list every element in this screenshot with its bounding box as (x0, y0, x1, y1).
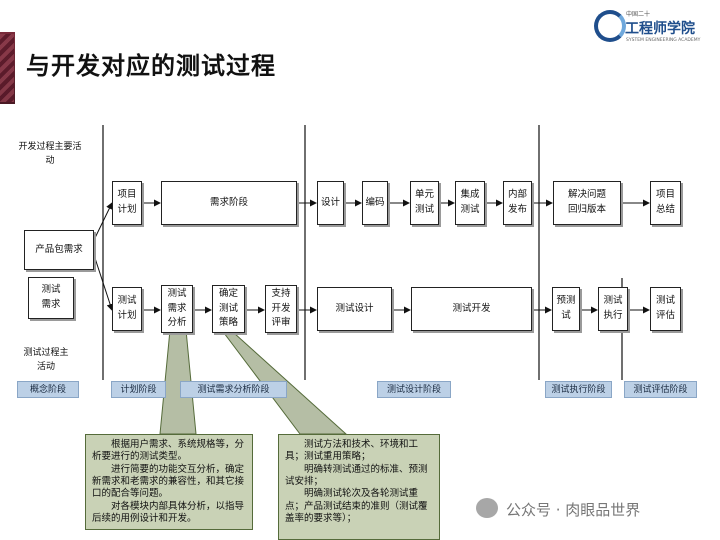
design-box: 设计 (317, 181, 344, 225)
dev-activities-label: 开发过程主要活 动 (18, 142, 82, 167)
integration-test-box: 集成 测试 (455, 181, 485, 225)
internal-release-box: 内部 发布 (503, 181, 532, 225)
title-accent-tile (0, 34, 14, 102)
test-req-analysis-note: 根据用户需求、系统规格等，分析要进行的测试类型。 进行简要的功能交互分析，确定新… (85, 434, 253, 530)
phase-test-req-analysis: 测试需求分析阶段 (180, 381, 287, 398)
test-evaluation-box: 测试 评估 (650, 287, 681, 331)
test-activities-label: 测试过程主 活动 (23, 348, 69, 373)
phase-test-execution: 测试执行阶段 (545, 381, 612, 398)
watermark-text: 公众号 · 肉眼品世界 (506, 501, 641, 519)
phase-concept: 概念阶段 (17, 381, 79, 398)
phase-test-evaluation: 测试评估阶段 (624, 381, 697, 398)
coding-box: 编码 (362, 181, 388, 225)
page-title: 与开发对应的测试过程 (26, 52, 276, 80)
note-left-line-1: 根据用户需求、系统规格等，分析要进行的测试类型。 (92, 439, 245, 463)
phase-plan: 计划阶段 (111, 381, 166, 398)
logo-main-text: 工程师学院 (625, 21, 695, 37)
project-plan-box: 项目 计划 (112, 181, 142, 225)
wechat-icon (476, 498, 498, 518)
test-execution-box: 测试 执行 (598, 287, 628, 331)
note-left-line-3: 对各模块内部具体分析，以指导后续的用例设计和开发。 (92, 500, 245, 525)
note-right-line-3: 明确测试轮次及各轮测试重点；产品测试结束的准则（测试覆盖率的要求等）； (285, 488, 428, 525)
note-left-line-2: 进行简要的功能交互分析，确定新需求和老需求的兼容性，和其它接口的配合等问题。 (92, 463, 245, 500)
test-requirements-box: 测试 需求 (28, 277, 74, 319)
test-development-box: 测试开发 (411, 287, 532, 331)
note-right-line-1: 测试方法和技术、环境和工具；测试重用策略； (285, 439, 419, 463)
decide-strategy-box: 确定 测试 策略 (212, 285, 245, 333)
test-strategy-note: 测试方法和技术、环境和工具；测试重用策略； 明确转测试通过的标准、预测试安排； … (278, 434, 440, 540)
logo-globe-icon (594, 10, 626, 42)
test-design-box: 测试设计 (317, 287, 392, 331)
logo-small-text: 中国二十 (626, 11, 651, 18)
test-plan-box: 测试 计划 (112, 287, 142, 331)
project-summary-box: 项目 总结 (650, 181, 681, 225)
pre-test-box: 预测 试 (552, 287, 580, 331)
phase-test-design: 测试设计阶段 (377, 381, 451, 398)
logo-sub-text: SYSTEM ENGINEERING ACADEMY (626, 38, 701, 43)
fix-regression-box: 解决问题 回归版本 (553, 181, 621, 225)
unit-test-box: 单元 测试 (410, 181, 439, 225)
note-right-line-2: 明确转测试通过的标准、预测试安排； (285, 463, 428, 488)
test-req-analysis-box: 测试 需求 分析 (161, 285, 193, 333)
logo: 中国二十 工程师学院 SYSTEM ENGINEERING ACADEMY (594, 6, 706, 50)
support-review-box: 支持 开发 评审 (265, 285, 297, 333)
product-requirements-box: 产品包需求 (24, 230, 94, 270)
requirements-phase-box: 需求阶段 (161, 181, 297, 225)
